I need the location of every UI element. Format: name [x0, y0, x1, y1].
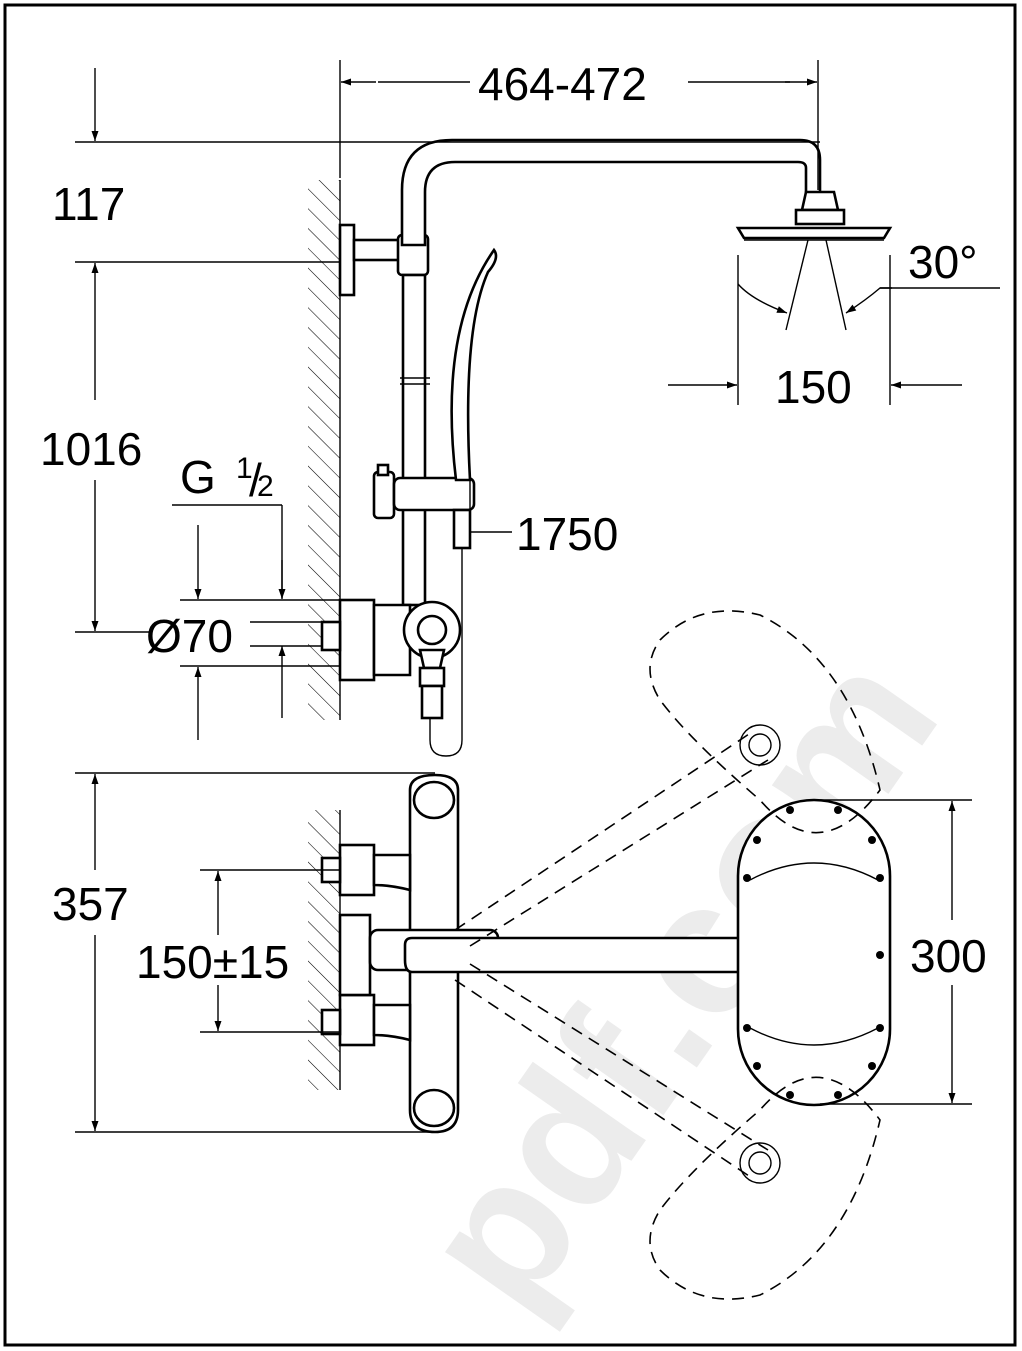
dim-spray-angle: 30° [908, 236, 978, 288]
dim-rail-height: 1016 [40, 423, 142, 475]
dim-escutcheon-diameter: Ø70 [146, 610, 233, 662]
rain-plate [736, 798, 892, 1107]
swivel-positions-dashed [454, 610, 881, 1300]
dim-thread-slash: / [249, 454, 262, 506]
dim-plate-height: 300 [910, 930, 987, 982]
dim-thread: G [180, 451, 216, 503]
dim-head-offset: 117 [52, 178, 125, 230]
dimension-lines-bottom [75, 772, 972, 1133]
wall-section-bottom [308, 810, 341, 1090]
dim-arm-projection: 464-472 [478, 58, 647, 110]
dim-head-diameter: 150 [775, 361, 852, 413]
dim-mixer-length: 357 [52, 878, 129, 930]
dim-thread-num: 1 [236, 452, 253, 485]
shower-column [320, 138, 893, 757]
dim-hose-length: 1750 [516, 508, 618, 560]
dim-centres: 150±15 [136, 936, 289, 988]
drawing-frame [3, 3, 1017, 1347]
hand-shower [450, 247, 498, 482]
dimension-lines-top [75, 60, 1000, 740]
dim-thread-den: 2 [257, 470, 274, 503]
shower-head [735, 226, 893, 240]
